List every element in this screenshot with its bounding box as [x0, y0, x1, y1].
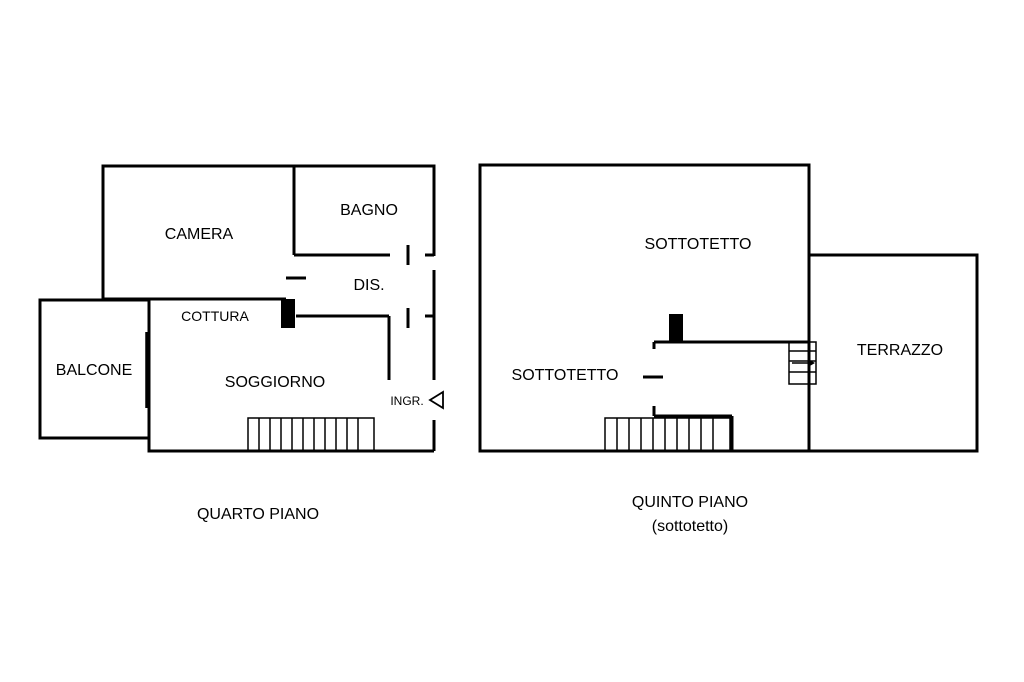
- quarto-piano-caption: QUARTO PIANO: [196, 506, 320, 523]
- room-label-ingresso: INGR.: [390, 394, 423, 408]
- quarto-south-wall: [38, 298, 434, 453]
- terrazzo-outer-wall: [809, 253, 979, 453]
- quarto-outer-wall: [101, 164, 436, 299]
- quinto-piano-caption: QUINTO PIANO: [631, 494, 749, 511]
- chimney-block-upper: [669, 314, 683, 342]
- room-label-soggiorno: SOGGIORNO: [225, 374, 325, 391]
- quinto-piano-subcaption: (sottotetto): [651, 518, 729, 535]
- terrazzo-steps: [788, 341, 817, 385]
- quarto-stairs: [247, 417, 375, 452]
- quarto-piano-plan: CAMERA BAGNO DIS. COTTURA BALCONE SOGGIO…: [38, 164, 444, 453]
- entrance-arrow-icon: [428, 390, 444, 410]
- room-label-balcone: BALCONE: [56, 362, 132, 379]
- room-label-terrazzo: TERRAZZO: [857, 342, 943, 359]
- room-label-camera: CAMERA: [165, 226, 234, 243]
- sottotetto-outer-wall: [478, 163, 811, 453]
- room-label-cottura: COTTURA: [181, 308, 249, 324]
- quinto-piano-plan: SOTTOTETTO SOTTOTETTO TERRAZZO: [478, 163, 979, 453]
- quinto-stairs: [604, 417, 731, 452]
- room-label-bagno: BAGNO: [340, 202, 398, 219]
- room-label-sottotetto-upper: SOTTOTETTO: [645, 236, 752, 253]
- chimney-block: [281, 299, 295, 328]
- steps-arrow-icon: [808, 359, 815, 367]
- room-label-dis: DIS.: [353, 277, 384, 294]
- room-label-sottotetto-lower: SOTTOTETTO: [512, 367, 619, 384]
